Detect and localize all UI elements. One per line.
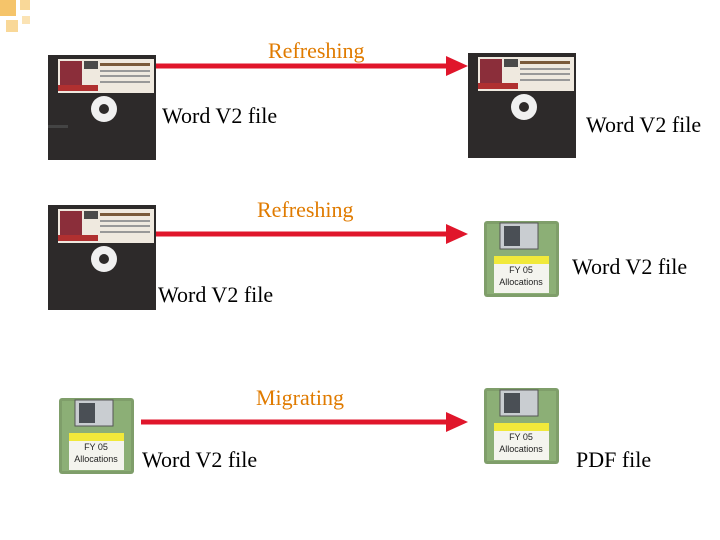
row3-target-floppy-3-5-icon: FY 05 Allocations — [484, 388, 559, 464]
row1-target-label: Word V2 file — [586, 112, 702, 137]
row2-arrow — [156, 222, 468, 246]
row3-target-disk-label-line1: FY 05 — [509, 432, 533, 442]
row2-target-floppy-3-5-icon: FY 05 Allocations — [484, 221, 559, 297]
row1-source-floppy-5-25-icon — [48, 55, 156, 160]
row1-action-label: Refreshing — [268, 38, 365, 63]
row3-action-label: Migrating — [256, 385, 344, 410]
row3-source-disk-label-line2: Allocations — [74, 454, 118, 464]
row3-source-disk-label-line1: FY 05 — [84, 442, 108, 452]
row3-source-floppy-3-5-icon: FY 05 Allocations — [59, 398, 134, 474]
row1-target-floppy-5-25-icon — [468, 53, 576, 158]
row3-target-label: PDF file — [576, 447, 652, 472]
corner-decoration — [0, 0, 40, 40]
row2-source-label: Word V2 file — [158, 282, 274, 307]
row1-source-label: Word V2 file — [162, 103, 278, 128]
row2-action-label: Refreshing — [257, 197, 354, 222]
row3-arrow — [141, 410, 468, 434]
row3-source-label: Word V2 file — [142, 447, 258, 472]
row2-source-floppy-5-25-icon — [48, 205, 156, 310]
row2-target-label: Word V2 file — [572, 254, 688, 279]
row1-arrow — [156, 54, 468, 78]
row2-disk-label-line1: FY 05 — [509, 265, 533, 275]
row3-target-disk-label-line2: Allocations — [499, 444, 543, 454]
row2-disk-label-line2: Allocations — [499, 277, 543, 287]
